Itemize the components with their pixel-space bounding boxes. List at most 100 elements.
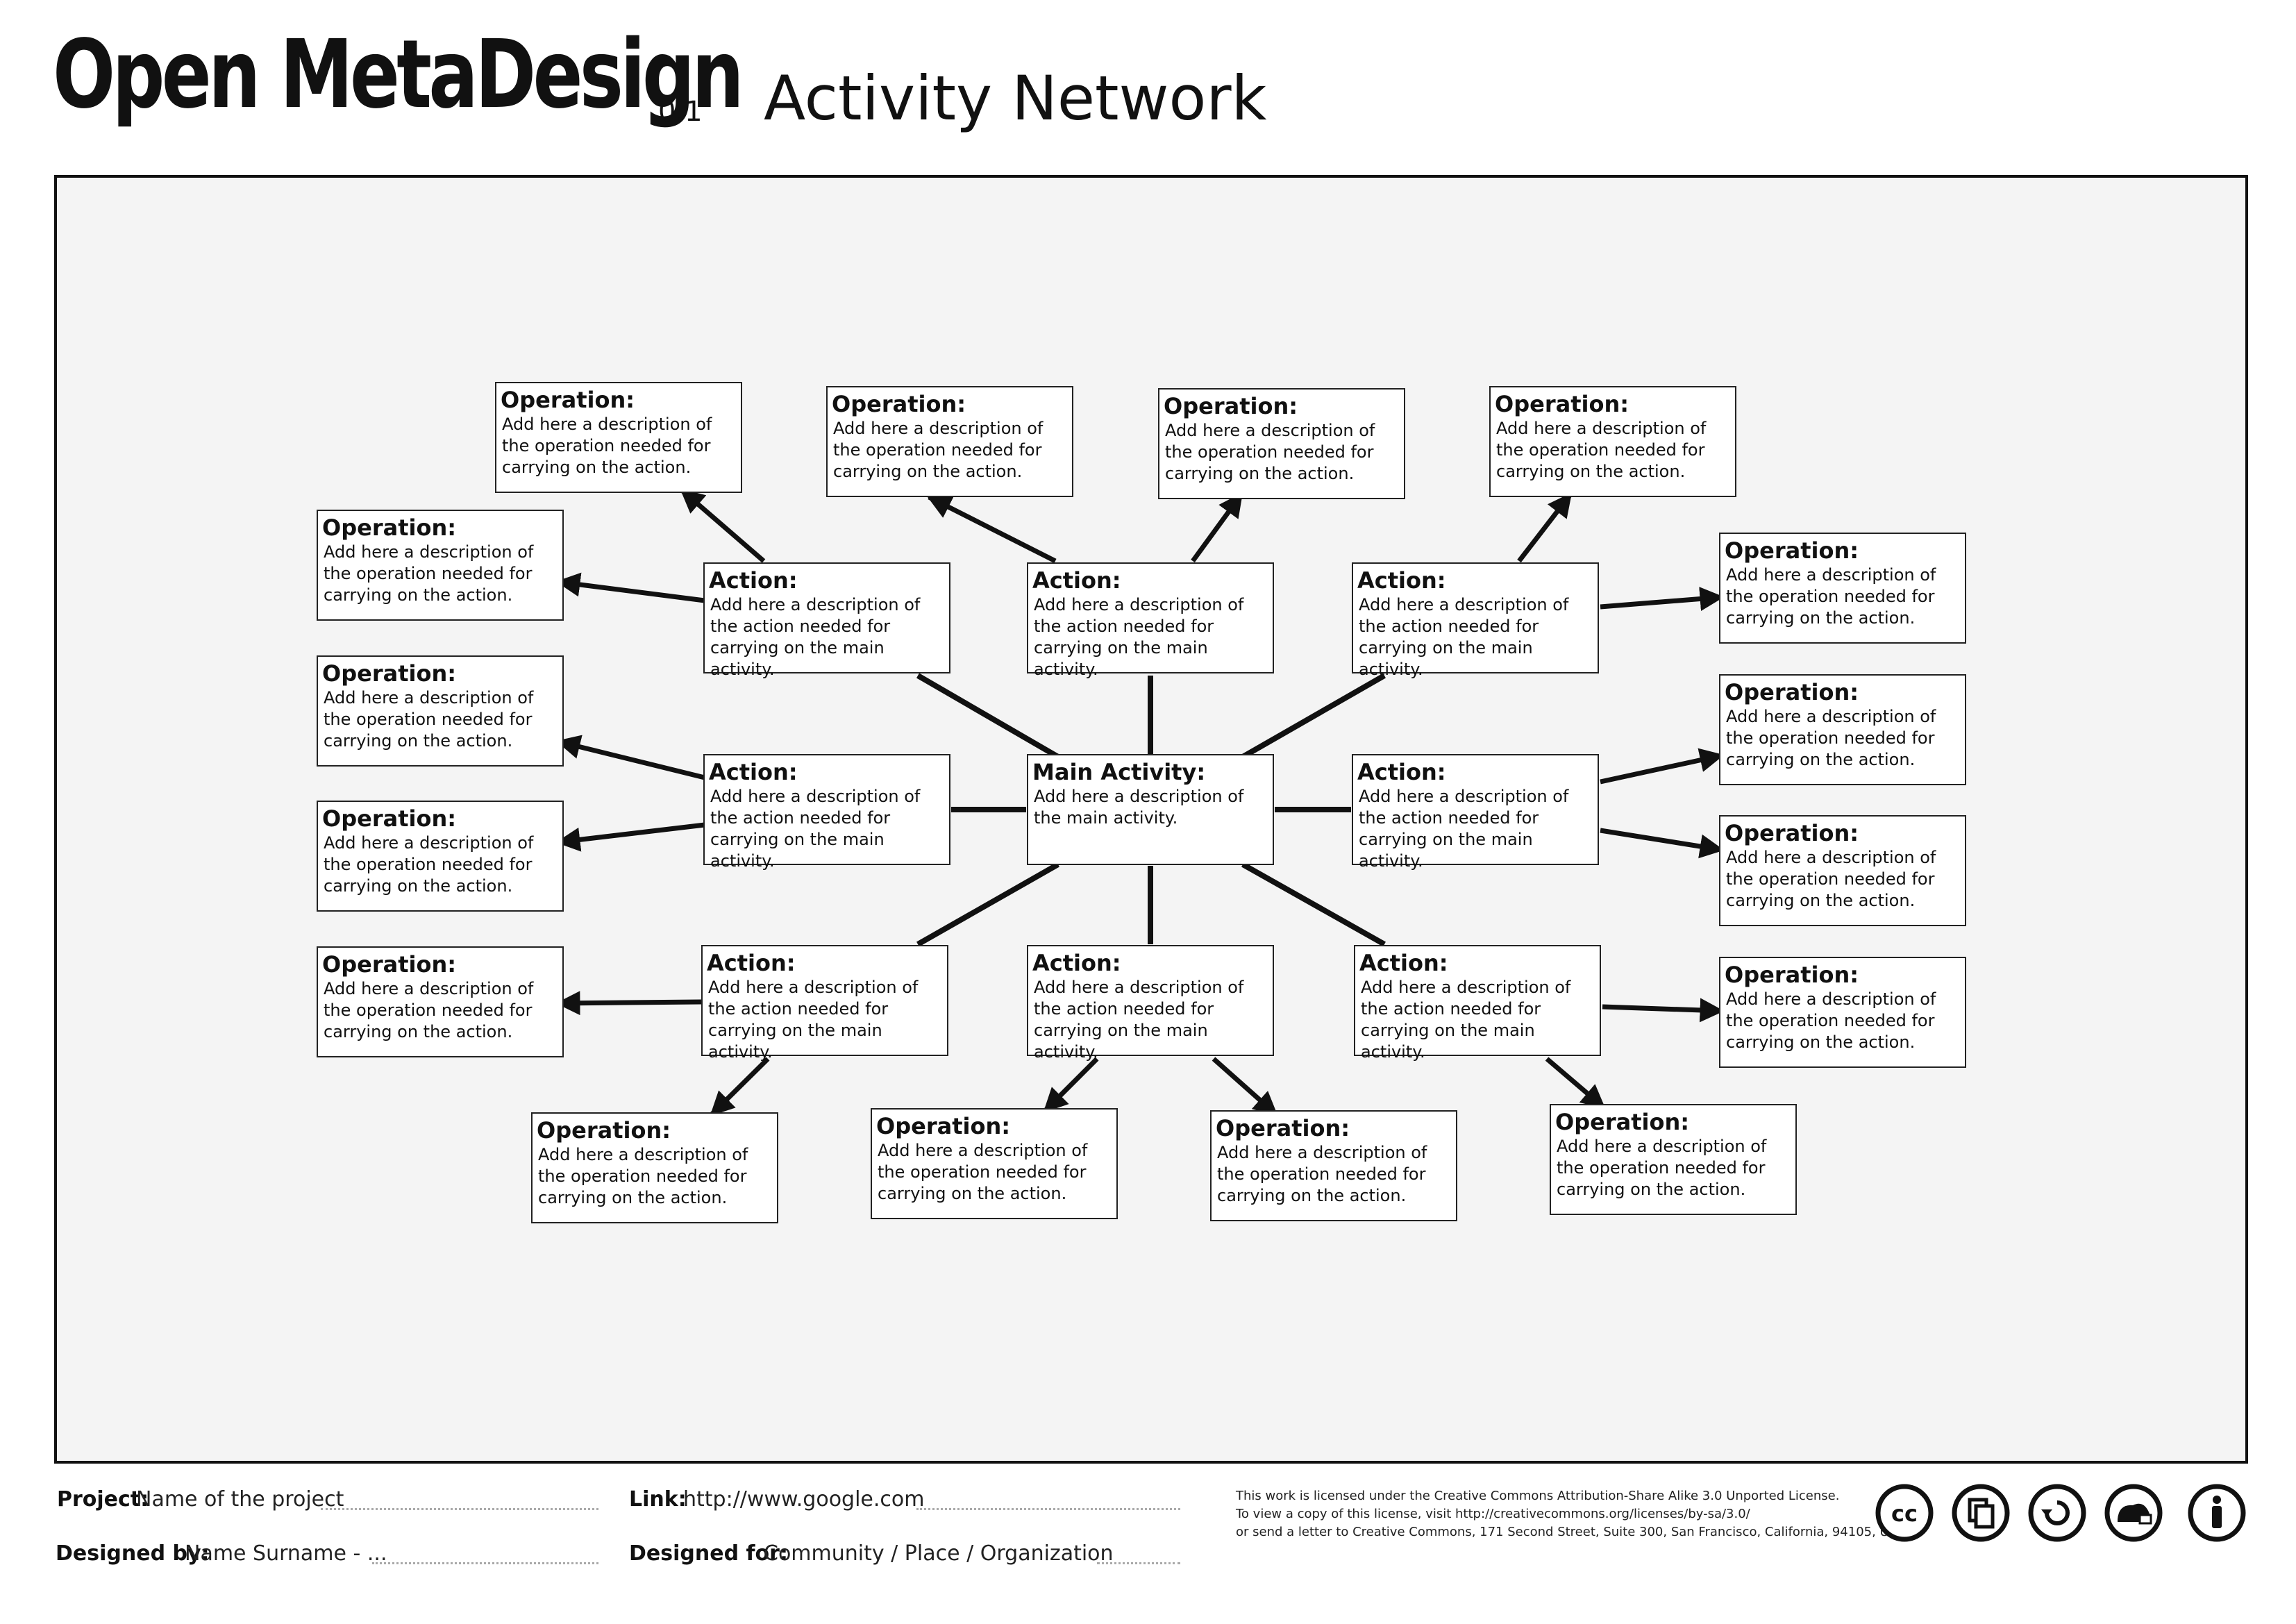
action-box: Action: Add here a description of the ac…	[1027, 945, 1274, 1062]
operation-description: Add here a description of the operation …	[502, 415, 712, 477]
operation-description: Add here a description of the operation …	[1726, 848, 1936, 910]
remix-icon[interactable]	[2104, 1483, 2163, 1543]
operation-description: Add here a description of the operation …	[1726, 989, 1936, 1052]
brand-logo: Open MetaDesign	[53, 20, 744, 130]
action-box: Action: Add here a description of the ac…	[703, 754, 950, 871]
operation-title: Operation:	[832, 391, 966, 417]
operation-box: Operation: Add here a description of the…	[871, 1108, 1118, 1219]
operation-title: Operation:	[1555, 1109, 1690, 1135]
operation-description: Add here a description of the operation …	[1726, 707, 1936, 769]
operation-box: Operation: Add here a description of the…	[1719, 815, 1966, 926]
action-box: Action: Add here a description of the ac…	[701, 945, 948, 1062]
operation-box: Operation: Add here a description of the…	[317, 510, 564, 621]
action-description: Add here a description of the action nee…	[1361, 978, 1571, 1062]
designed-by-field[interactable]: Name Surname - ...	[185, 1541, 387, 1566]
action-title: Action:	[709, 759, 798, 785]
operation-title: Operation:	[1725, 820, 1859, 846]
action-title: Action:	[1357, 759, 1446, 785]
operation-box: Operation: Add here a description of the…	[1719, 533, 1966, 644]
action-title: Action:	[1357, 567, 1446, 594]
operation-description: Add here a description of the operation …	[324, 833, 534, 896]
action-box: Action: Add here a description of the ac…	[1027, 562, 1274, 679]
operation-box: Operation: Add here a description of the…	[1489, 386, 1736, 497]
action-description: Add here a description of the action nee…	[710, 595, 921, 679]
action-title: Action:	[1032, 950, 1121, 976]
operation-box: Operation: Add here a description of the…	[317, 946, 564, 1057]
page-title: Activity Network	[764, 62, 1267, 134]
operation-box: Operation: Add here a description of the…	[1550, 1104, 1797, 1215]
action-title: Action:	[1032, 567, 1121, 594]
operation-description: Add here a description of the operation …	[1165, 421, 1375, 483]
action-box: Action: Add here a description of the ac…	[1352, 754, 1599, 871]
operation-title: Operation:	[1725, 679, 1859, 705]
action-description: Add here a description of the action nee…	[1359, 787, 1569, 871]
action-box: Action: Add here a description of the ac…	[1354, 945, 1601, 1062]
operation-title: Operation:	[322, 514, 457, 541]
operation-title: Operation:	[1725, 962, 1859, 988]
action-description: Add here a description of the action nee…	[1034, 978, 1244, 1062]
action-description: Add here a description of the action nee…	[708, 978, 919, 1062]
operation-box: Operation: Add here a description of the…	[531, 1112, 778, 1223]
link-dotted-line	[916, 1508, 1180, 1510]
link-label: Link:	[629, 1487, 687, 1512]
main-activity-box: Main Activity: Add here a description of…	[1027, 754, 1274, 865]
operation-description: Add here a description of the operation …	[324, 688, 534, 751]
operation-description: Add here a description of the operation …	[538, 1145, 748, 1207]
operation-description: Add here a description of the operation …	[1557, 1137, 1767, 1199]
operation-description: Add here a description of the operation …	[324, 979, 534, 1041]
designed-for-field[interactable]: Community / Place / Organization	[764, 1541, 1114, 1566]
attribution-icon[interactable]	[2187, 1483, 2247, 1543]
svg-text:cc: cc	[1891, 1500, 1918, 1527]
project-field[interactable]: Name of the project	[136, 1487, 344, 1512]
project-label: Project:	[57, 1487, 149, 1512]
version-label: 0.1	[658, 96, 703, 128]
operation-box: Operation: Add here a description of the…	[1719, 957, 1966, 1068]
license-line: To view a copy of this license, visit ht…	[1236, 1507, 1750, 1521]
designed-by-dotted-line	[372, 1562, 598, 1564]
operation-box: Operation: Add here a description of the…	[317, 801, 564, 912]
action-description: Add here a description of the action nee…	[1359, 595, 1569, 679]
designed-for-dotted-line	[1097, 1562, 1180, 1564]
operation-description: Add here a description of the operation …	[833, 419, 1044, 481]
copy-icon[interactable]	[1951, 1483, 2011, 1543]
action-box: Action: Add here a description of the ac…	[703, 562, 950, 679]
action-box: Action: Add here a description of the ac…	[1352, 562, 1599, 679]
operation-title: Operation:	[1725, 537, 1859, 564]
action-description: Add here a description of the action nee…	[710, 787, 921, 871]
operation-description: Add here a description of the operation …	[324, 542, 534, 605]
operation-title: Operation:	[537, 1117, 671, 1144]
operation-title: Operation:	[1495, 391, 1629, 417]
operation-box: Operation: Add here a description of the…	[1210, 1110, 1457, 1221]
cc-icon[interactable]: cc	[1875, 1483, 1934, 1543]
operation-description: Add here a description of the operation …	[1496, 419, 1707, 481]
share-alike-icon[interactable]	[2027, 1483, 2087, 1543]
action-description: Add here a description of the action nee…	[1034, 595, 1244, 679]
operation-title: Operation:	[501, 387, 635, 413]
action-title: Action:	[1359, 950, 1448, 976]
operation-title: Operation:	[322, 660, 457, 687]
designed-for-label: Designed for:	[629, 1541, 788, 1566]
operation-description: Add here a description of the operation …	[878, 1141, 1088, 1203]
license-line: This work is licensed under the Creative…	[1236, 1489, 1840, 1503]
action-title: Action:	[707, 950, 796, 976]
main-activity-description: Add here a description of the main activ…	[1034, 787, 1244, 828]
operation-box: Operation: Add here a description of the…	[317, 655, 564, 767]
operation-box: Operation: Add here a description of the…	[495, 382, 742, 493]
operation-title: Operation:	[876, 1113, 1011, 1139]
designed-by-label: Designed by:	[56, 1541, 210, 1566]
license-line: or send a letter to Creative Commons, 17…	[1236, 1525, 1910, 1539]
project-dotted-line	[321, 1508, 598, 1510]
license-text: This work is licensed under the Creative…	[1236, 1487, 1909, 1541]
link-field[interactable]: http://www.google.com	[683, 1487, 925, 1512]
operation-description: Add here a description of the operation …	[1726, 565, 1936, 628]
operation-description: Add here a description of the operation …	[1217, 1143, 1427, 1205]
operation-box: Operation: Add here a description of the…	[1719, 674, 1966, 785]
action-title: Action:	[709, 567, 798, 594]
operation-title: Operation:	[322, 805, 457, 832]
main-activity-title: Main Activity:	[1032, 759, 1206, 785]
operation-title: Operation:	[1164, 393, 1298, 419]
operation-box: Operation: Add here a description of the…	[1158, 388, 1405, 499]
operation-box: Operation: Add here a description of the…	[826, 386, 1073, 497]
operation-title: Operation:	[322, 951, 457, 978]
operation-title: Operation:	[1216, 1115, 1350, 1141]
